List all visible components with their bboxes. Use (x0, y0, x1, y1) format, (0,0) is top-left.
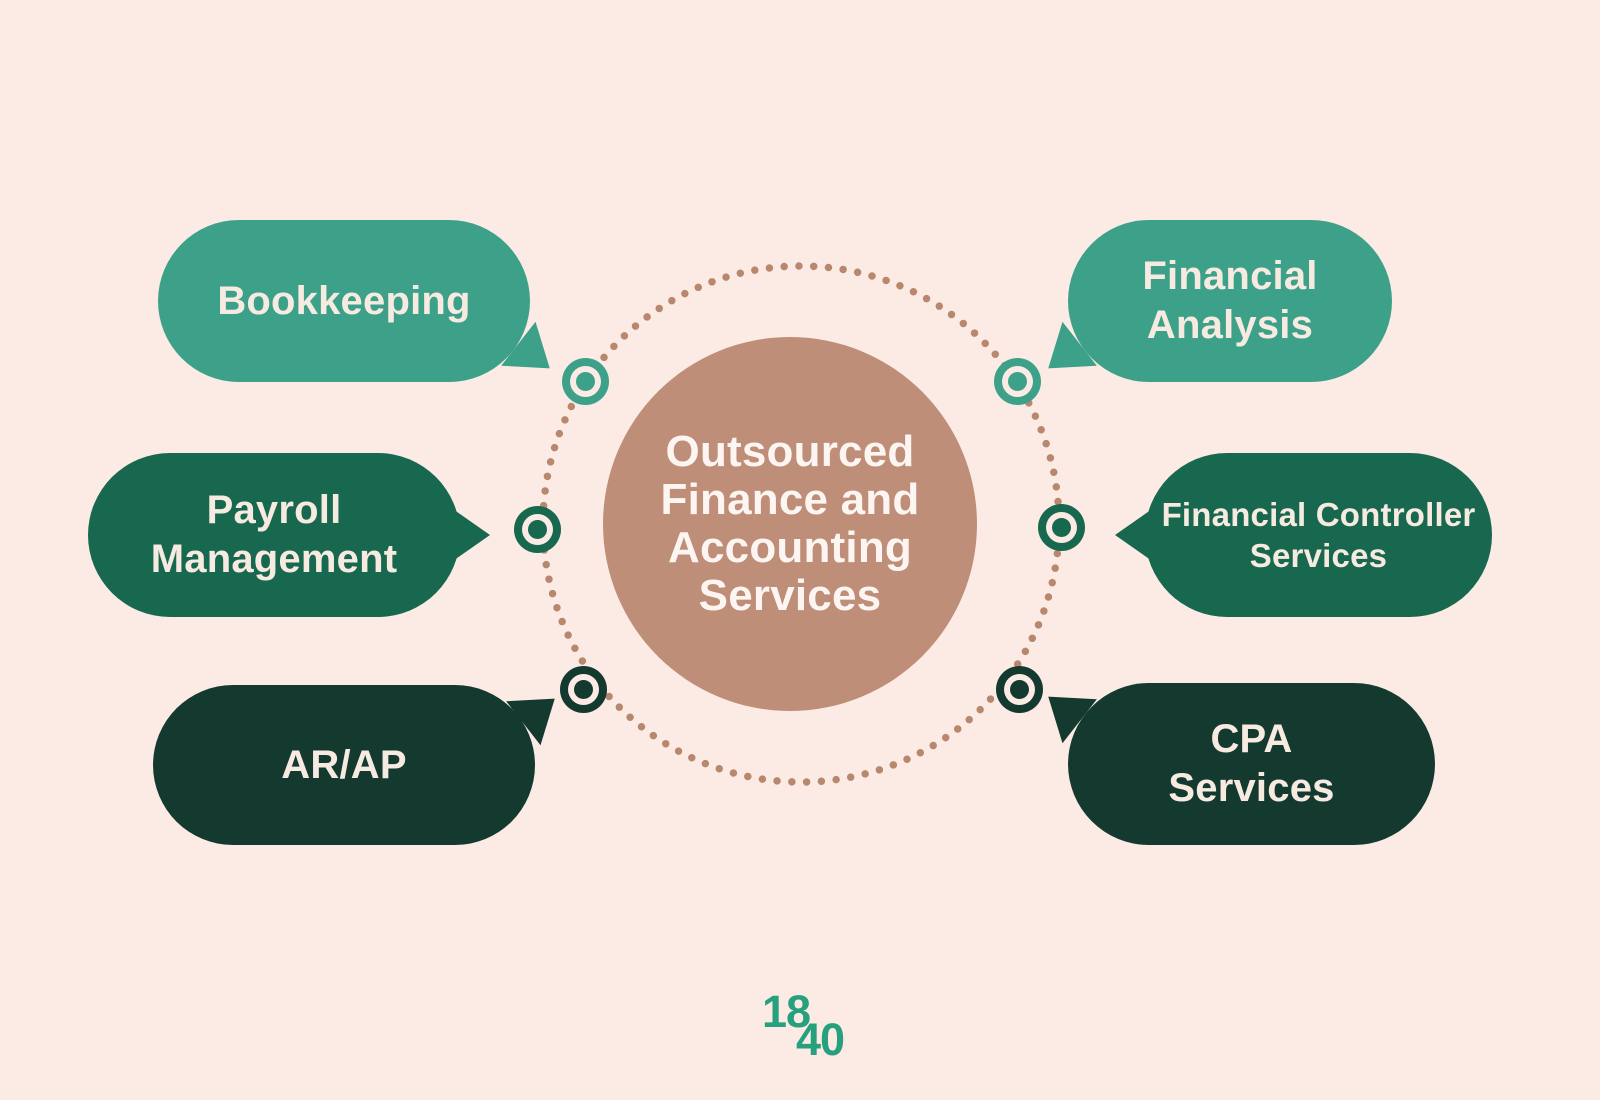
bubble-label: Financial Analysis (1142, 254, 1318, 347)
bubble-financial-analysis: Financial Analysis (1068, 220, 1392, 382)
connector-ring-bottom-left (560, 666, 607, 713)
bubble-bookkeeping: Bookkeeping (158, 220, 530, 382)
logo-1840: 18 40 (762, 986, 872, 1070)
bubble-label: Payroll Management (150, 488, 398, 581)
bubble-label: CPA Services (1168, 717, 1335, 810)
connector-ring-middle-right (1038, 504, 1085, 551)
center-title: Outsourced Finance and Accounting Servic… (660, 427, 920, 620)
connector-ring-top-right (994, 358, 1041, 405)
bubble-label: Bookkeeping (217, 278, 471, 323)
bubble-financial-controller-services: Financial Controller Services (1115, 453, 1492, 617)
connector-ring-top-left (562, 358, 609, 405)
bubble-ar-ap: AR/AP (153, 685, 535, 845)
connector-ring-middle-left (514, 506, 561, 553)
bubble-payroll-management: Payroll Management (88, 453, 490, 617)
connector-ring-bottom-right (996, 666, 1043, 713)
bubble-label: AR/AP (281, 742, 407, 787)
bubble-cpa-services: CPA Services (1068, 683, 1435, 845)
bubble-label: Financial Controller Services (1161, 495, 1476, 574)
logo-text-18: 18 (762, 986, 811, 1037)
center-circle: Outsourced Finance and Accounting Servic… (603, 337, 977, 711)
logo-text-40: 40 (796, 1014, 845, 1065)
